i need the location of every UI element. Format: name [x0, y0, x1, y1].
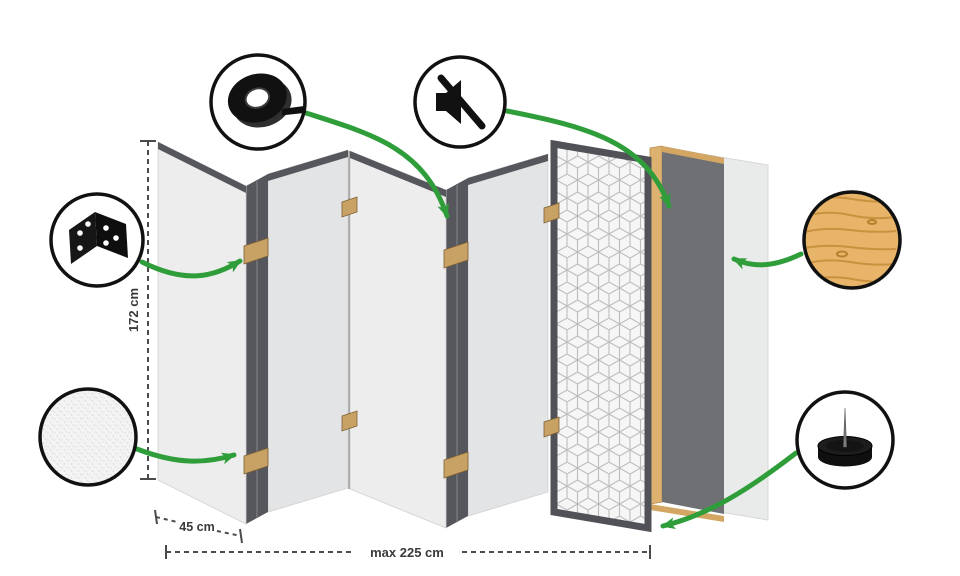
hinge-fold2-bottom — [341, 410, 358, 432]
wood-frame-left — [649, 145, 663, 505]
arrow-hinge — [139, 258, 243, 279]
hinge-fold2-top — [341, 196, 358, 218]
callout-hinge — [49, 192, 145, 288]
panel-2-top-edge — [268, 150, 348, 181]
total-width-label: max 225 cm — [370, 545, 444, 560]
total-width-dimension — [165, 545, 651, 559]
sound-dampening-panel — [649, 145, 724, 522]
hinge-fold1-top — [243, 237, 269, 265]
felt-pad-icon — [817, 407, 873, 467]
callout-wood-circle — [802, 190, 902, 290]
sound-off-icon — [436, 74, 486, 130]
panel-3 — [349, 150, 447, 529]
height-dimension — [140, 140, 156, 480]
callout-tape — [209, 53, 307, 151]
fleece-texture-icon — [38, 387, 138, 487]
hinge-fold3-top — [443, 241, 469, 269]
callout-arrows — [134, 108, 804, 529]
wood-frame-bottom — [650, 504, 724, 522]
panel-3-top-edge — [350, 151, 446, 197]
callout-sound-off — [413, 55, 507, 149]
panel-width-tick-right — [239, 528, 243, 544]
panel-4-top-edge — [468, 154, 548, 185]
hinge-connectors — [243, 196, 560, 479]
hinge-fold3-bottom — [443, 451, 469, 479]
panel-width-tick-left — [154, 509, 158, 525]
dark-panel-face — [662, 146, 724, 514]
panel-1 — [157, 141, 247, 525]
height-dimension-label: 172 cm — [126, 288, 141, 332]
pattern-panel-face — [550, 139, 652, 533]
callout-fleece — [38, 387, 138, 487]
hinge-icon — [69, 212, 128, 264]
panel-width-dimension — [154, 509, 243, 544]
patterned-design-panel — [550, 139, 652, 533]
panel-width-line-left — [155, 516, 178, 523]
panel-width-label: 45 cm — [179, 520, 214, 534]
hinge-fold4-bottom — [543, 416, 560, 438]
wood-frame-top — [662, 146, 724, 164]
hinge-fold4-top — [543, 202, 560, 224]
hinge-fold1-bottom — [243, 447, 269, 475]
callout-wood — [802, 190, 902, 290]
arrow-wood — [731, 251, 804, 270]
adhesive-tape-icon — [227, 73, 307, 128]
arrow-felt — [660, 450, 799, 529]
panel-1-top-edge — [158, 142, 246, 193]
callout-felt — [795, 390, 895, 490]
arrow-fleece — [134, 446, 237, 465]
arrow-tape — [303, 110, 450, 219]
arrow-sound — [504, 108, 672, 209]
panel-2 — [267, 149, 349, 513]
panel-4 — [467, 153, 549, 517]
